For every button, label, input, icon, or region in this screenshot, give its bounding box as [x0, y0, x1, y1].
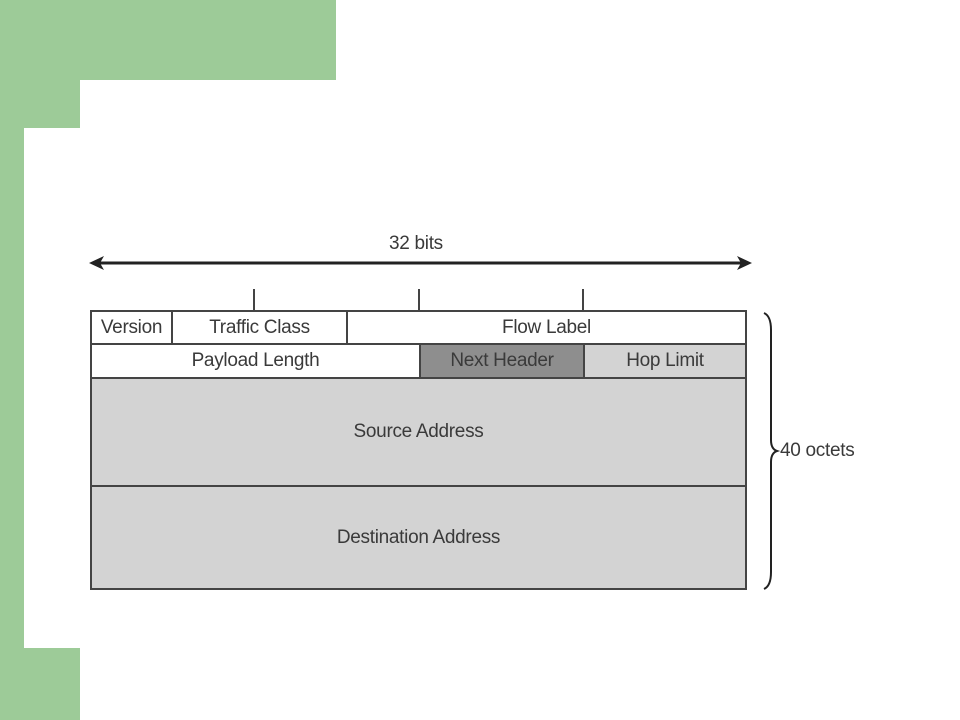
- field-traffic-class: Traffic Class: [171, 310, 348, 345]
- field-next-header: Next Header: [419, 343, 585, 379]
- decorative-green-strip: [0, 0, 24, 648]
- field-source-address: Source Address: [90, 377, 747, 487]
- field-hop-limit: Hop Limit: [583, 343, 747, 379]
- field-version: Version: [90, 310, 173, 345]
- field-destination-address: Destination Address: [90, 485, 747, 590]
- size-label: 40 octets: [780, 440, 855, 461]
- width-arrow-right-head: [737, 256, 752, 270]
- width-label: 32 bits: [389, 233, 443, 254]
- field-payload-length: Payload Length: [90, 343, 421, 379]
- octets-brace: [763, 312, 781, 590]
- field-flow-label: Flow Label: [346, 310, 747, 345]
- width-arrow-left-head: [89, 256, 104, 270]
